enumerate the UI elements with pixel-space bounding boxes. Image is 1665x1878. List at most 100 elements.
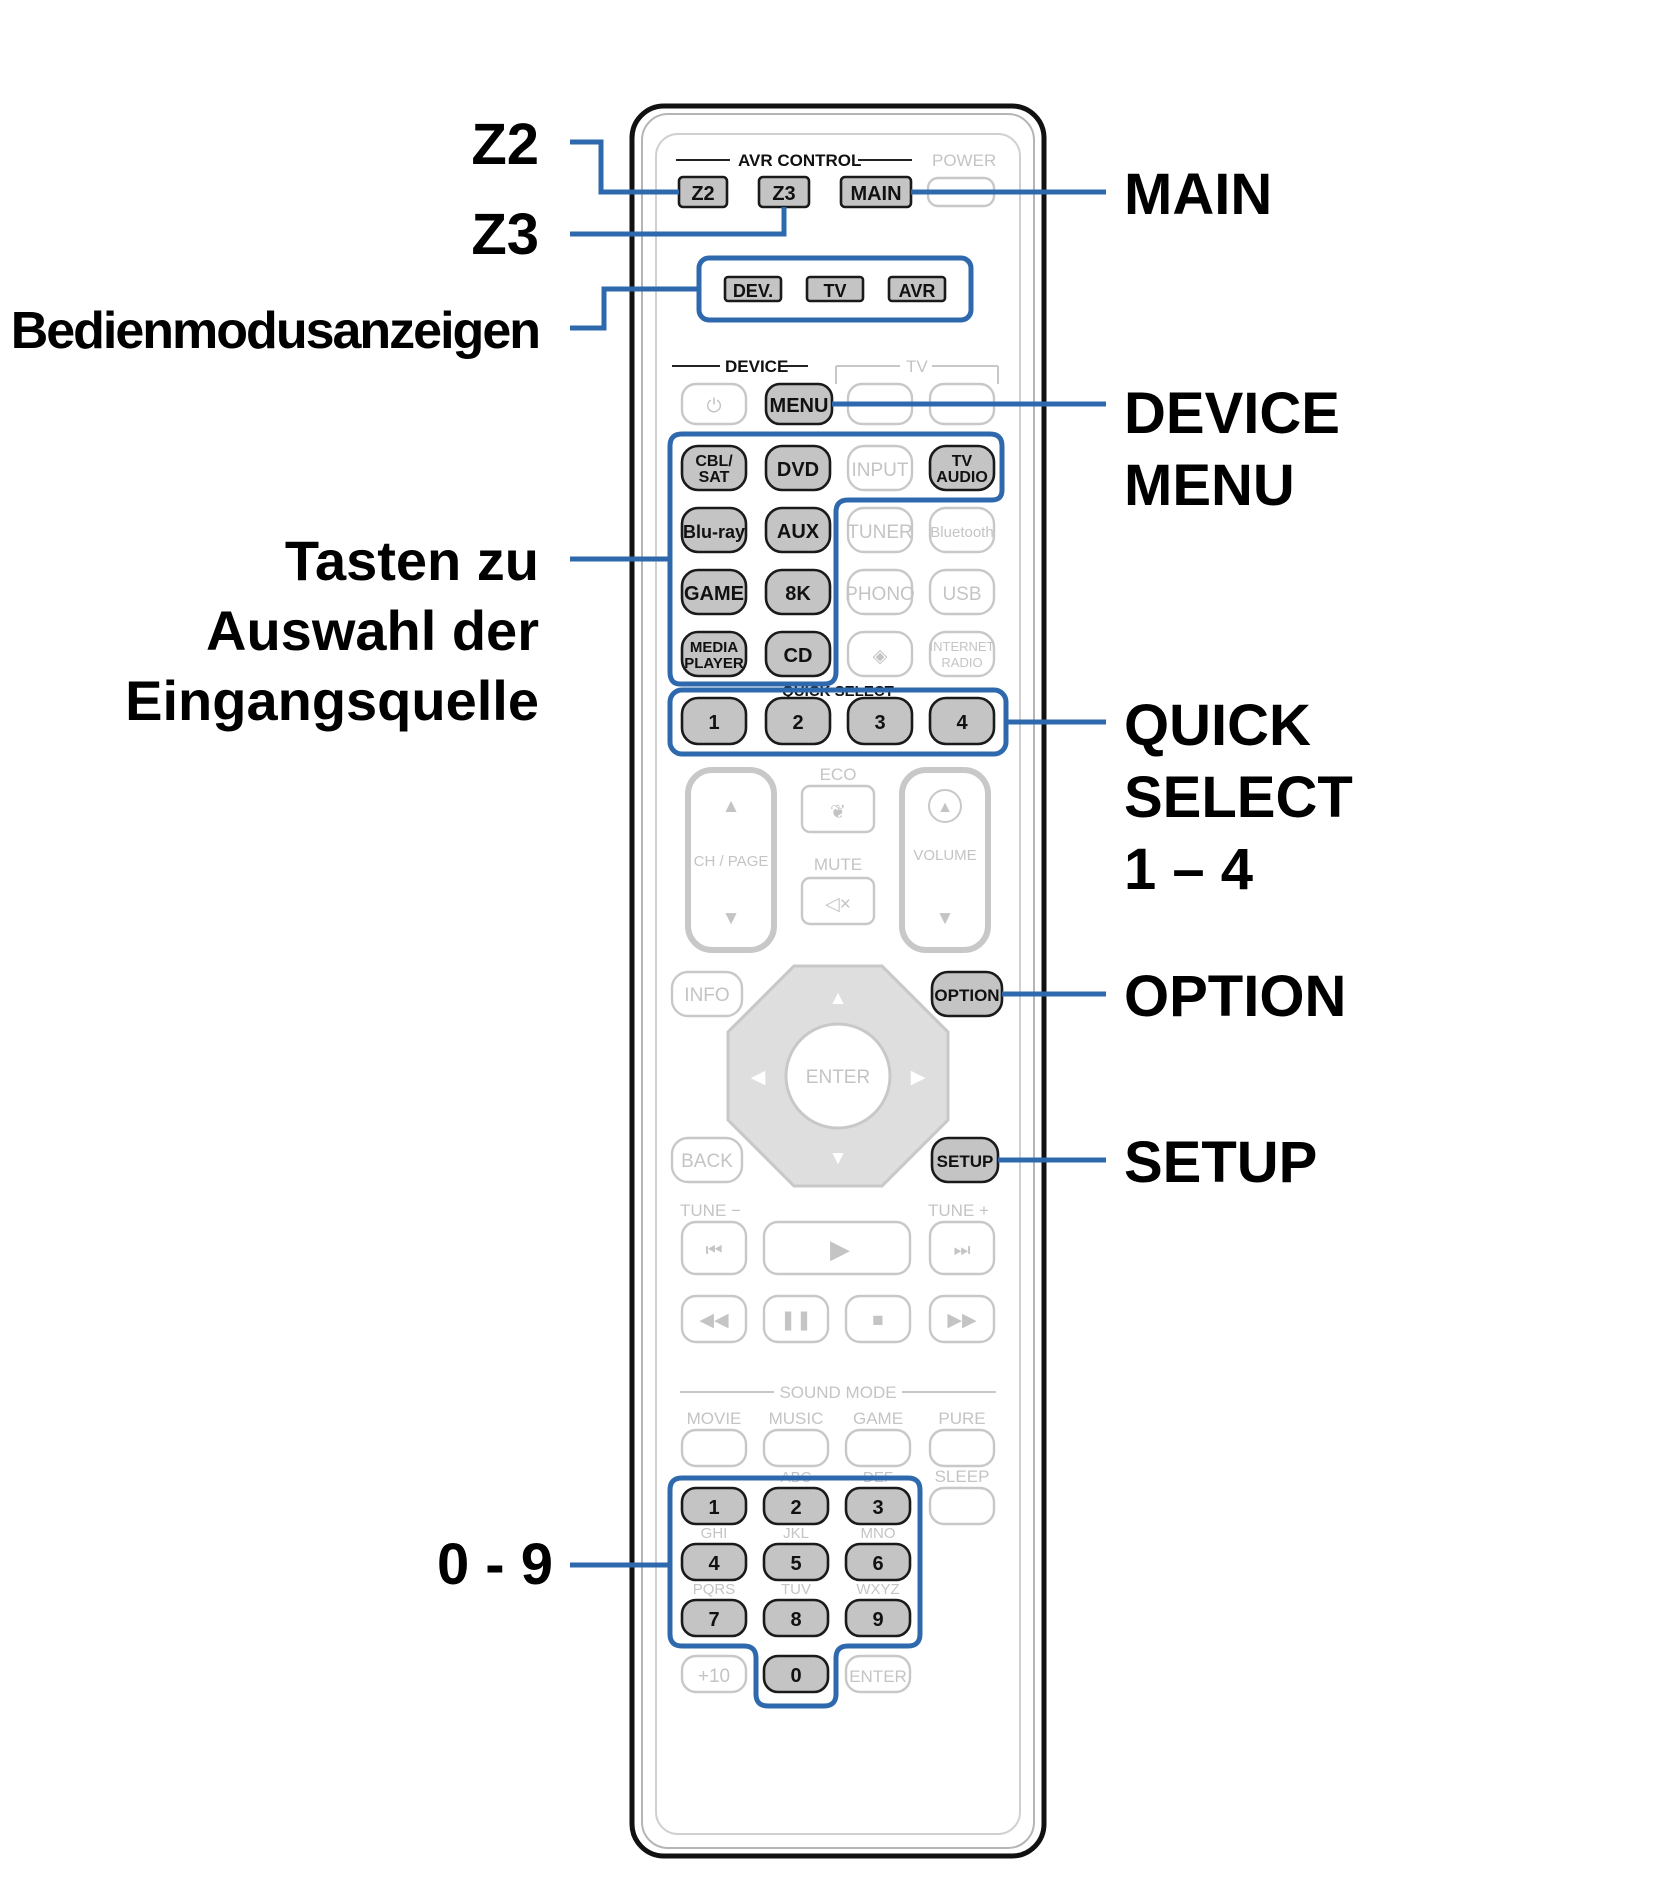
skip-back-button[interactable]: [680, 1220, 748, 1276]
fast-forward-button[interactable]: [928, 1294, 996, 1344]
input-button[interactable]: [846, 444, 914, 492]
letters-wxyz: WXYZ: [856, 1581, 899, 1598]
phono-button[interactable]: [846, 568, 914, 616]
source-media-player-label-2: PLAYER: [684, 655, 744, 672]
sound-mode-music-button[interactable]: [762, 1428, 830, 1468]
callout-option: OPTION: [1124, 964, 1347, 1029]
internet-radio-label-2: RADIO: [941, 655, 982, 670]
source-highlight: [667, 431, 1005, 687]
callout-input-source: Tasten zu Auswahl der Eingangsquelle: [125, 526, 539, 736]
device-section-label: DEVICE: [725, 357, 788, 376]
usb-button[interactable]: [928, 568, 996, 616]
mode-indicator-tv-label: TV: [823, 281, 846, 301]
z2-button-label: Z2: [691, 183, 714, 205]
number-3-button[interactable]: [844, 1486, 912, 1526]
pause-button[interactable]: [762, 1294, 830, 1344]
sound-mode-pure-button[interactable]: [928, 1428, 996, 1468]
letters-pqrs: PQRS: [693, 1581, 736, 1598]
number-8-button[interactable]: [762, 1598, 830, 1638]
quick-select-1-label: 1: [708, 712, 719, 734]
device-power-icon: ⏻: [706, 396, 721, 417]
number-7-button[interactable]: [680, 1598, 748, 1638]
number-6-button[interactable]: [844, 1542, 912, 1582]
mute-button[interactable]: [800, 876, 876, 926]
rewind-icon: ◀◀: [699, 1310, 729, 1331]
sound-mode-game-button[interactable]: [844, 1428, 912, 1468]
setup-button-label: SETUP: [937, 1152, 994, 1171]
bluetooth-button[interactable]: [928, 506, 996, 554]
source-8k-button[interactable]: [764, 568, 832, 616]
mode-indicator-avr: [887, 275, 947, 303]
heos-button[interactable]: [846, 630, 914, 678]
quick-select-1-button[interactable]: [680, 696, 748, 746]
tuner-button[interactable]: [846, 506, 914, 554]
number-0-label: 0: [790, 1665, 801, 1687]
enter-small-button[interactable]: [844, 1654, 912, 1694]
sound-mode-movie-button[interactable]: [680, 1428, 748, 1468]
option-button-label: OPTION: [934, 986, 999, 1005]
callout-z3: Z3: [471, 202, 539, 267]
pause-icon: ❚❚: [780, 1310, 812, 1331]
sound-mode-label: SOUND MODE: [779, 1383, 896, 1402]
number-9-button[interactable]: [844, 1598, 912, 1638]
sound-mode-pure-label: PURE: [938, 1409, 985, 1428]
usb-button-label: USB: [942, 584, 981, 605]
play-icon: ▶: [830, 1234, 850, 1264]
quick-select-2-label: 2: [792, 712, 803, 734]
letters-ghi: GHI: [701, 1525, 728, 1542]
callout-setup: SETUP: [1124, 1130, 1318, 1195]
skip-forward-button[interactable]: [928, 1220, 996, 1276]
source-cbl-sat-label-2: SAT: [699, 469, 730, 486]
number-1-button[interactable]: [680, 1486, 748, 1526]
source-game-button[interactable]: [680, 568, 748, 616]
source-tv-audio-label-1: TV: [952, 453, 973, 470]
skip-back-icon: ⏮: [705, 1240, 722, 1261]
source-tv-audio-button[interactable]: [928, 444, 996, 492]
internet-radio-button[interactable]: [928, 630, 996, 678]
play-button[interactable]: [762, 1220, 912, 1276]
source-cd-label: CD: [784, 645, 813, 667]
volume-label: VOLUME: [913, 847, 976, 864]
source-media-player-button[interactable]: [680, 630, 748, 678]
number-0-button[interactable]: [762, 1654, 830, 1694]
rewind-button[interactable]: [680, 1294, 748, 1344]
quick-select-4-button[interactable]: [928, 696, 996, 746]
letters-mno: MNO: [861, 1525, 896, 1542]
ch-page-rocker[interactable]: [685, 767, 777, 953]
number-7-label: 7: [708, 1609, 719, 1631]
eco-leaf-icon: ❦: [830, 802, 846, 823]
plus10-label: +10: [698, 1666, 730, 1687]
enter-button[interactable]: [784, 1022, 892, 1130]
enter-button-label: ENTER: [806, 1067, 870, 1088]
bluetooth-button-label: Bluetooth: [930, 524, 993, 541]
source-bluray-button[interactable]: [680, 506, 748, 554]
nav-down-icon: ▼: [829, 1148, 848, 1169]
number-2-button[interactable]: [762, 1486, 830, 1526]
ch-page-label: CH / PAGE: [694, 853, 769, 870]
sleep-label: SLEEP: [935, 1467, 990, 1486]
internet-radio-label-1: INTERNET: [930, 639, 995, 654]
number-5-button[interactable]: [762, 1542, 830, 1582]
number-3-label: 3: [872, 1497, 883, 1519]
quick-select-3-button[interactable]: [846, 696, 914, 746]
info-button[interactable]: [670, 970, 744, 1018]
source-aux-button[interactable]: [764, 506, 832, 554]
plus10-button[interactable]: [680, 1654, 748, 1694]
source-cbl-sat-button[interactable]: [680, 444, 748, 492]
eco-button[interactable]: [800, 784, 876, 834]
z3-button-label: Z3: [772, 183, 795, 205]
source-cd-button[interactable]: [764, 630, 832, 678]
source-dvd-button[interactable]: [764, 444, 832, 492]
quick-select-2-button[interactable]: [764, 696, 832, 746]
volume-down-icon: ▼: [936, 908, 955, 929]
back-button[interactable]: [670, 1136, 744, 1184]
volume-rocker[interactable]: [899, 767, 991, 953]
stop-button[interactable]: [844, 1294, 912, 1344]
enter-small-label: ENTER: [849, 1667, 907, 1686]
nav-right-icon: ▶: [911, 1067, 926, 1088]
number-4-button[interactable]: [680, 1542, 748, 1582]
sleep-button[interactable]: [928, 1486, 996, 1526]
device-power-button[interactable]: [680, 382, 748, 426]
